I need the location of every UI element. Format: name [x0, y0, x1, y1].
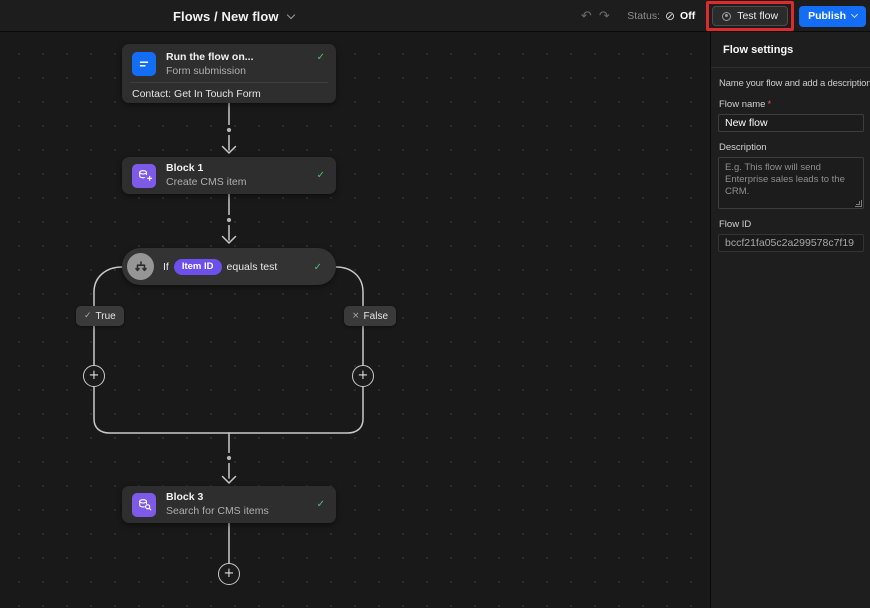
node-subtitle: Form submission: [166, 65, 246, 77]
panel-note: Name your flow and add a description.: [719, 78, 870, 89]
flow-status: Status: ⊘ Off: [627, 9, 695, 23]
redo-icon[interactable]: ↷: [598, 8, 610, 24]
description-textarea[interactable]: [718, 157, 864, 209]
trigger-node-header: Run the flow on... Form submission: [122, 44, 336, 78]
test-flow-icon: [722, 11, 732, 21]
status-off-icon: ⊘: [664, 9, 676, 23]
add-step-button-false[interactable]: +: [352, 365, 374, 387]
breadcrumb-label: Flows / New flow: [173, 8, 279, 24]
add-step-button-true[interactable]: +: [83, 365, 105, 387]
test-flow-button[interactable]: Test flow: [712, 6, 789, 26]
cms-add-icon: [132, 163, 156, 188]
node-title: Run the flow on...: [166, 51, 254, 63]
panel-header: Flow settings: [711, 32, 870, 68]
condition-prefix: If: [163, 260, 169, 273]
node-subtitle: Search for CMS items: [166, 505, 269, 517]
node-title: Block 3: [166, 491, 204, 503]
false-label: False: [363, 310, 388, 322]
flow-settings-panel: Flow settings Name your flow and add a d…: [710, 32, 870, 608]
item-id-badge: Item ID: [173, 258, 222, 275]
flow-canvas[interactable]: Run the flow on... Form submission ✓ Con…: [0, 32, 710, 608]
test-flow-label: Test flow: [737, 10, 779, 22]
breadcrumb[interactable]: Flows / New flow: [173, 0, 295, 32]
check-icon: ✓: [84, 311, 92, 321]
block3-node[interactable]: Block 3 Search for CMS items ✓: [122, 486, 336, 523]
flow-id-input[interactable]: [718, 234, 864, 252]
node-title: Block 1: [166, 162, 204, 174]
flow-id-label: Flow ID: [719, 219, 752, 230]
false-badge: × False: [344, 306, 396, 326]
condition-node[interactable]: If Item ID equals test ✓: [122, 248, 336, 285]
trigger-node[interactable]: Run the flow on... Form submission ✓ Con…: [122, 44, 336, 103]
required-asterisk: *: [767, 99, 772, 110]
undo-icon[interactable]: ↶: [580, 8, 592, 24]
check-icon: ✓: [316, 499, 325, 510]
publish-label: Publish: [808, 10, 846, 22]
chevron-down-icon[interactable]: [286, 10, 295, 19]
branch-icon: [127, 253, 154, 280]
true-badge: ✓ True: [76, 306, 124, 326]
check-icon: ✓: [316, 52, 325, 63]
chevron-down-icon: [850, 10, 859, 19]
block1-node[interactable]: Block 1 Create CMS item ✓: [122, 157, 336, 194]
true-label: True: [95, 310, 116, 322]
description-field: [718, 157, 864, 209]
node-subtitle: Create CMS item: [166, 176, 247, 188]
annotation-highlight: Test flow: [706, 1, 795, 31]
check-icon: ✓: [313, 262, 322, 273]
description-label: Description: [719, 142, 767, 153]
panel-title: Flow settings: [723, 44, 794, 56]
form-icon: [132, 52, 156, 76]
status-label: Status:: [627, 10, 660, 22]
trigger-detail: Contact: Get In Touch Form: [132, 88, 261, 100]
flow-name-label: Flow name*: [719, 99, 772, 110]
topbar-actions: ↶ ↷ Status: ⊘ Off Test flow Publish: [577, 0, 866, 32]
topbar: Flows / New flow ↶ ↷ Status: ⊘ Off Test …: [0, 0, 870, 32]
publish-button[interactable]: Publish: [799, 5, 866, 27]
check-icon: ✓: [316, 170, 325, 181]
flow-name-input[interactable]: [718, 114, 864, 132]
add-step-button-end[interactable]: +: [218, 563, 240, 585]
cms-search-icon: [132, 492, 156, 517]
divider: [130, 82, 328, 83]
condition-suffix: equals test: [226, 260, 278, 273]
status-value: Off: [680, 10, 696, 22]
x-icon: ×: [352, 311, 360, 321]
